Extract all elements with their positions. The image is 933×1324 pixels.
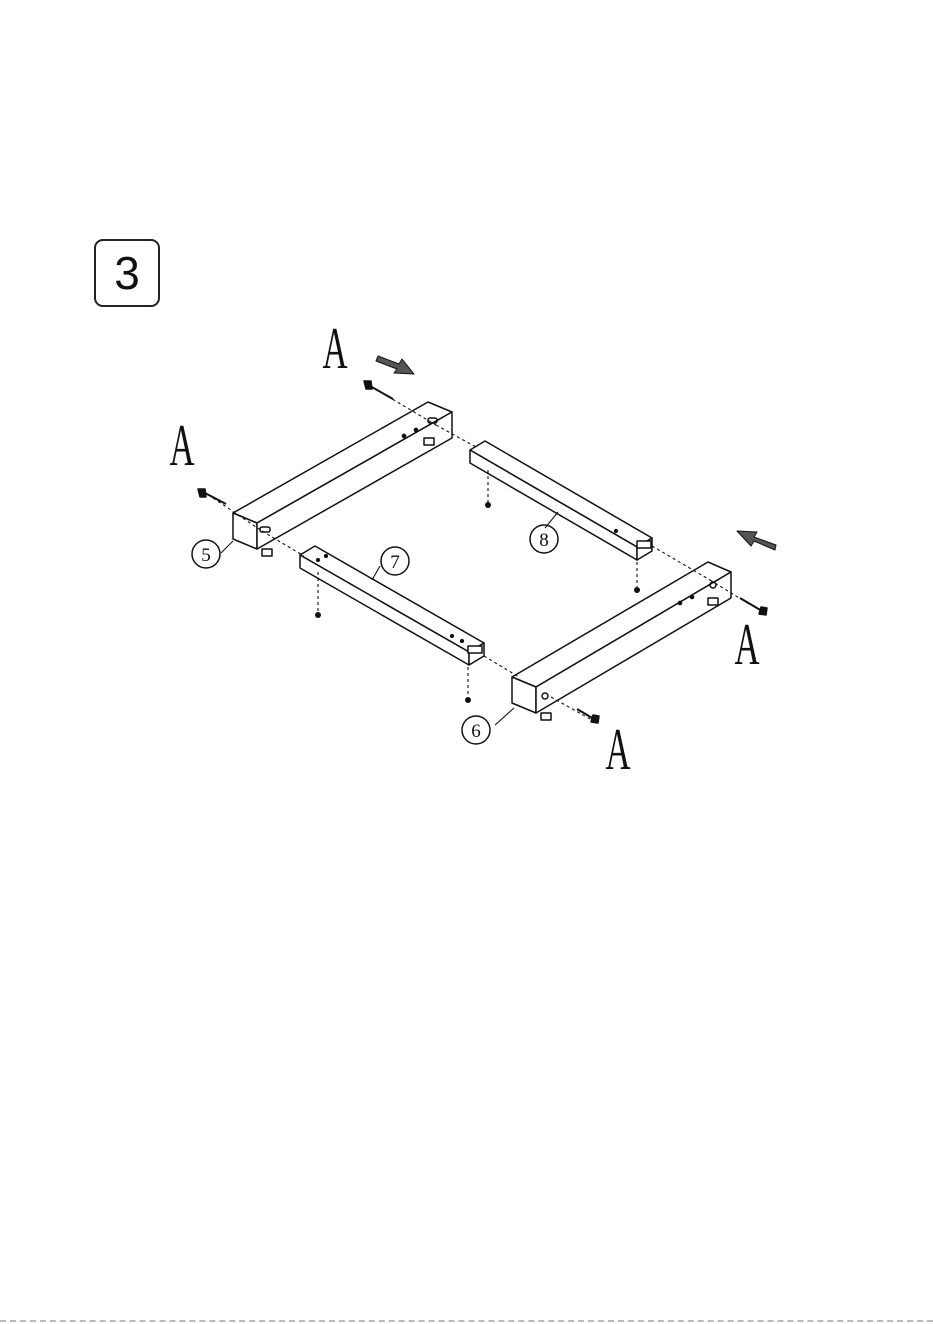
part-number-5: 5 [201,545,211,566]
hardware-label-a-left: A [169,414,194,479]
bolt-left [198,489,226,504]
bolt-top [364,381,393,399]
rail-part-5 [233,402,452,556]
part-number-7: 7 [390,552,400,573]
hardware-label-a-top: A [322,317,347,382]
rail-part-6 [512,562,731,720]
alignment-lines [213,387,749,720]
crossbar-part-8 [470,441,652,560]
part-number-8: 8 [539,530,549,551]
arrow-right-icon [737,531,776,550]
hardware-label-a-bottom: A [605,718,630,783]
hardware-label-a-right: A [734,613,759,678]
arrow-top-icon [376,356,414,374]
page-bottom-dashed-border [0,1320,933,1322]
bolt-bottom [577,709,599,723]
part-number-6: 6 [471,721,481,742]
